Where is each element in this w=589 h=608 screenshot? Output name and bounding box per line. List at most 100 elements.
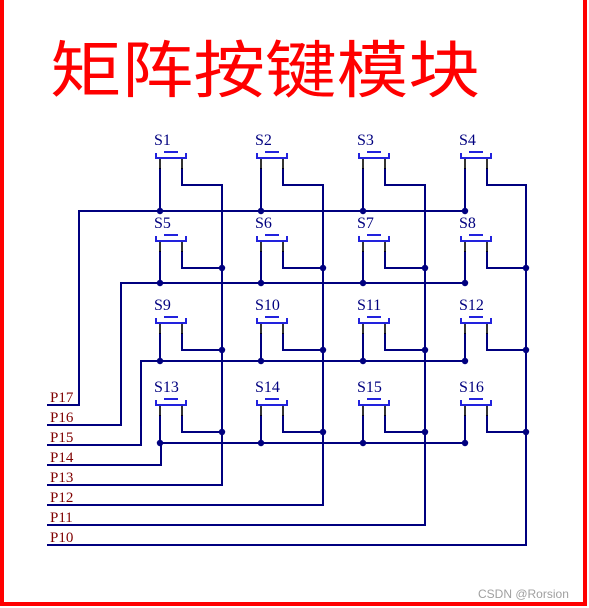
switch-button-bar (460, 236, 492, 242)
switch-button-bar (155, 318, 187, 324)
switch-right-lead (282, 415, 324, 433)
switch-label: S9 (154, 297, 171, 314)
wires-layer (47, 168, 527, 546)
column-line-3 (47, 184, 426, 526)
switch-right-lead (486, 251, 527, 269)
switch-button-bar (358, 400, 390, 406)
column-junction (522, 346, 530, 354)
switch-label: S6 (255, 215, 272, 232)
switch-button-bar (358, 236, 390, 242)
switch-right-lead (486, 415, 527, 433)
switch-right-lead (486, 333, 527, 351)
switch-button-bar (155, 400, 187, 406)
switch-right-lead (181, 168, 223, 186)
switch-button-bar (460, 400, 492, 406)
row-junction (156, 207, 164, 215)
switch-right-lead (282, 168, 324, 186)
column-line-1 (47, 184, 223, 486)
switch-right-lead (181, 333, 223, 351)
column-junction (319, 264, 327, 272)
column-junction (218, 346, 226, 354)
switch-s15: S15 (357, 379, 390, 416)
row-junction (359, 279, 367, 287)
row-junction (461, 279, 469, 287)
row-junction (257, 357, 265, 365)
switch-s9: S9 (154, 297, 187, 334)
switch-right-lead (384, 168, 426, 186)
switch-label: S8 (459, 215, 476, 232)
junctions-layer (156, 207, 530, 447)
switch-label: S7 (357, 215, 374, 232)
row-bus-1 (47, 210, 466, 406)
switch-right-lead (384, 251, 426, 269)
row-junction (257, 207, 265, 215)
port-label-p11: P11 (50, 510, 73, 526)
column-line-2 (47, 184, 324, 506)
row-junction (156, 357, 164, 365)
switch-button-bar (155, 153, 187, 159)
switch-label: S5 (154, 215, 171, 232)
diagram-title: 矩阵按键模块 (50, 34, 480, 107)
switch-right-lead (282, 333, 324, 351)
switch-right-lead (486, 168, 527, 186)
row-junction (257, 279, 265, 287)
switch-s10: S10 (255, 297, 288, 334)
column-junction (218, 428, 226, 436)
switch-button-bar (256, 400, 288, 406)
column-junction (522, 428, 530, 436)
row-junction (359, 207, 367, 215)
switch-s4: S4 (459, 132, 492, 169)
column-junction (319, 428, 327, 436)
column-junction (421, 264, 429, 272)
column-junction (421, 428, 429, 436)
port-label-p14: P14 (50, 450, 74, 466)
port-label-p10: P10 (50, 530, 73, 546)
switch-s11: S11 (357, 297, 390, 334)
switch-label: S16 (459, 379, 484, 396)
switch-button-bar (460, 153, 492, 159)
switch-button-bar (256, 153, 288, 159)
column-junction (421, 346, 429, 354)
switch-s13: S13 (154, 379, 187, 416)
switch-button-bar (358, 318, 390, 324)
column-junction (522, 264, 530, 272)
switch-s2: S2 (255, 132, 288, 169)
switch-button-bar (155, 236, 187, 242)
switch-s16: S16 (459, 379, 492, 416)
switch-label: S13 (154, 379, 179, 396)
switch-label: S12 (459, 297, 484, 314)
switch-label: S4 (459, 132, 476, 149)
watermark: CSDN @Rorsion (478, 587, 569, 601)
switch-label: S11 (357, 297, 381, 314)
switch-right-lead (384, 415, 426, 433)
switch-label: S10 (255, 297, 280, 314)
row-junction (156, 279, 164, 287)
row-junction (359, 357, 367, 365)
row-junction (359, 439, 367, 447)
port-label-p13: P13 (50, 470, 73, 486)
switch-right-lead (384, 333, 426, 351)
row-junction (156, 439, 164, 447)
switch-right-lead (282, 251, 324, 269)
switch-s5: S5 (154, 215, 187, 252)
port-label-p16: P16 (50, 410, 74, 426)
switch-right-lead (181, 415, 223, 433)
row-bus-4 (47, 442, 466, 466)
column-line-4 (47, 184, 527, 546)
switch-s12: S12 (459, 297, 492, 334)
row-junction (461, 207, 469, 215)
switch-label: S15 (357, 379, 382, 396)
column-junction (319, 346, 327, 354)
port-label-p17: P17 (50, 390, 74, 406)
switch-s7: S7 (357, 215, 390, 252)
row-junction (461, 357, 469, 365)
switch-s8: S8 (459, 215, 492, 252)
switch-button-bar (358, 153, 390, 159)
row-bus-3 (47, 360, 466, 446)
switch-label: S3 (357, 132, 374, 149)
